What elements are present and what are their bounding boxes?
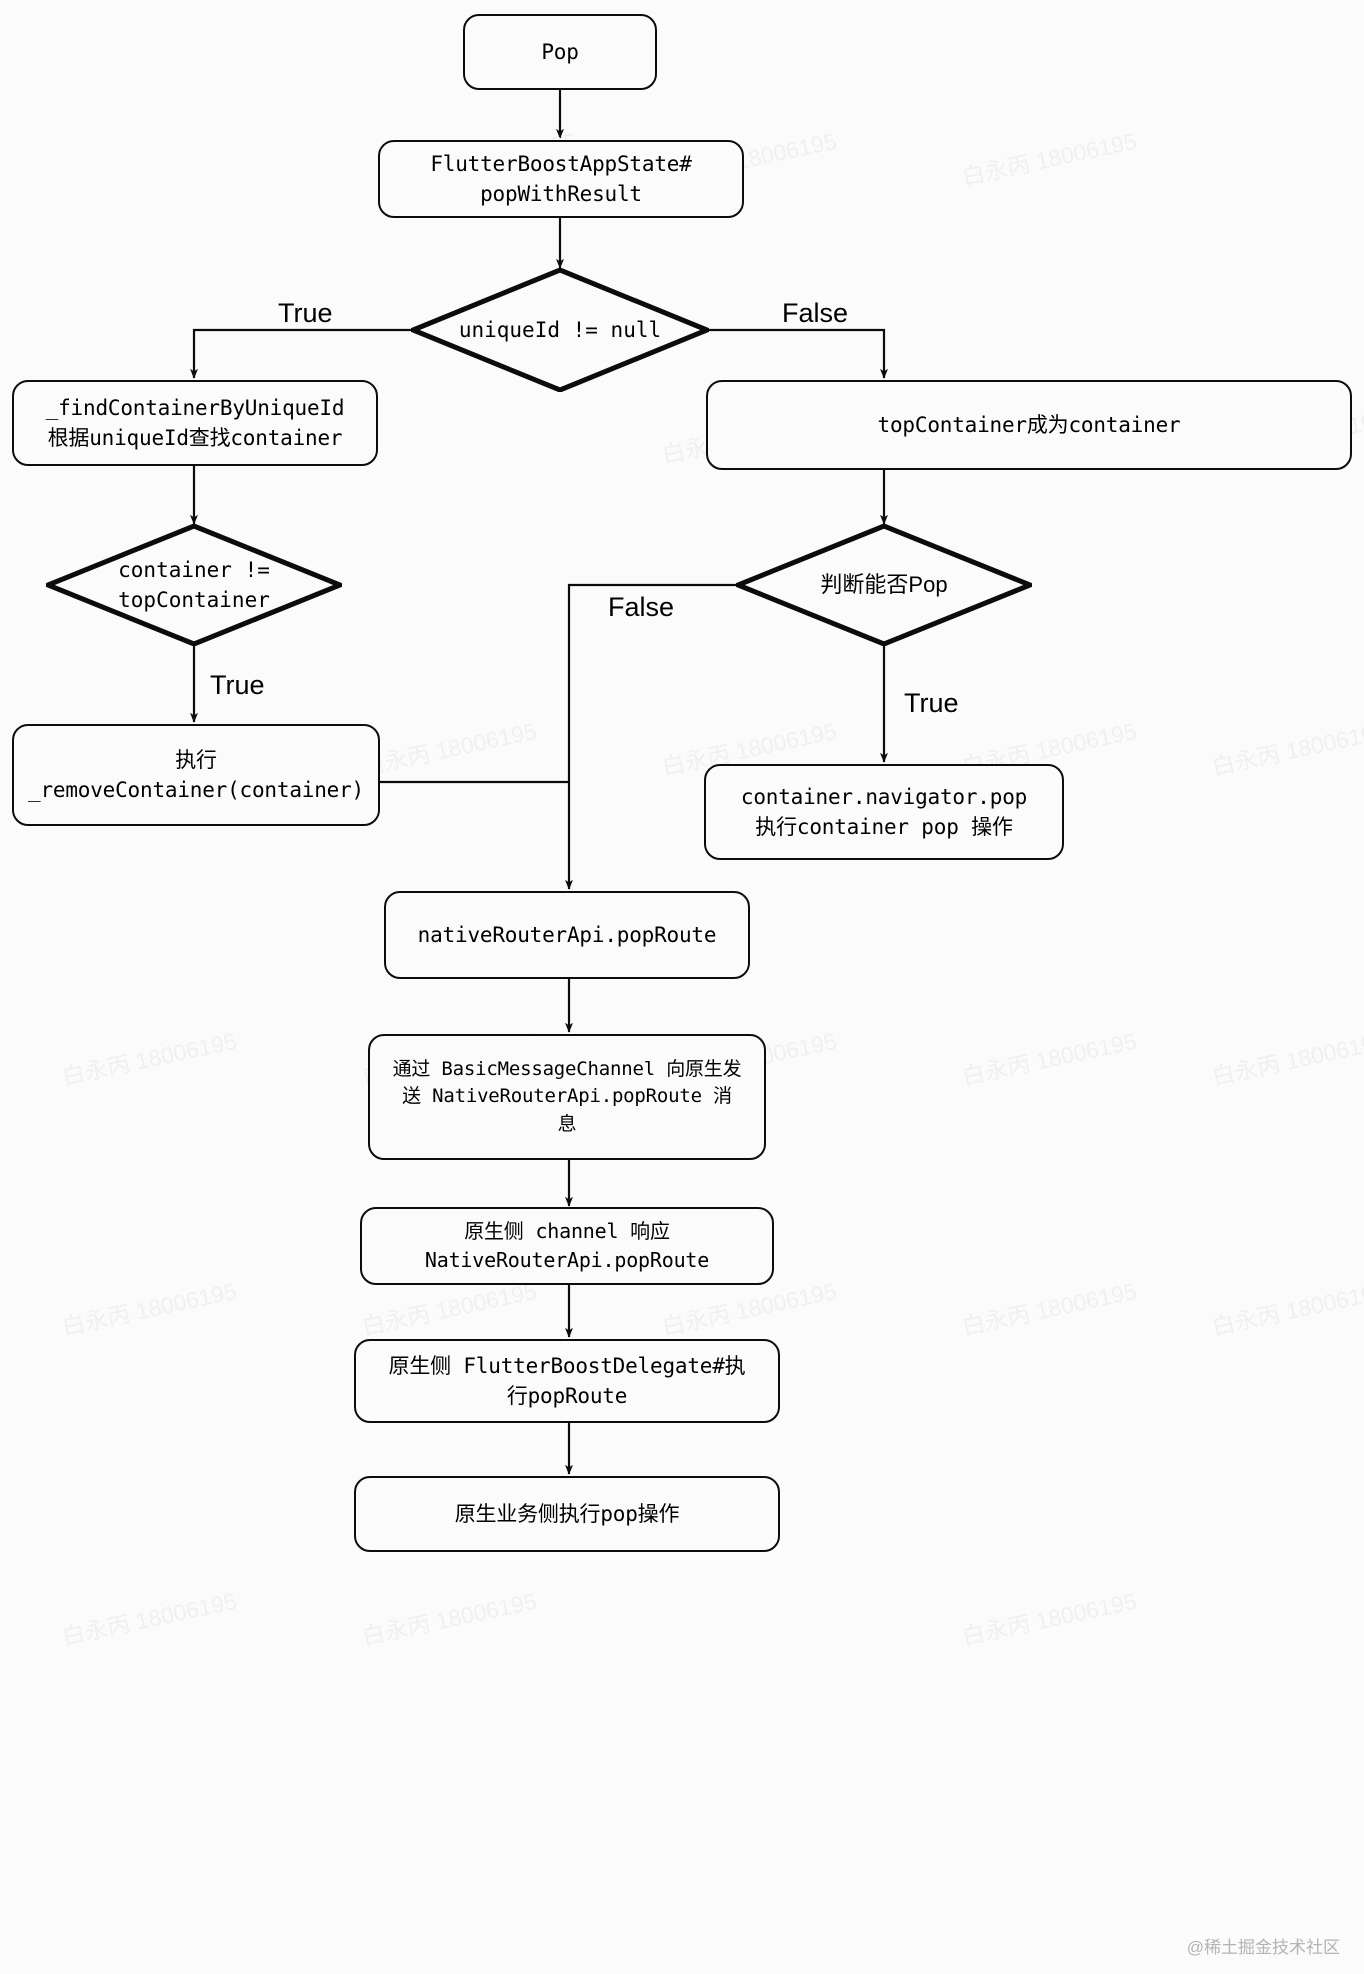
- watermark: 白永丙 18006195: [959, 1277, 1139, 1341]
- node-container-navigator-pop[interactable]: container.navigator.pop 执行container pop …: [704, 764, 1064, 860]
- edge-label-unique-true: True: [278, 298, 333, 328]
- node-native-delegate-pop-route[interactable]: 原生侧 FlutterBoostDelegate#执 行popRoute: [354, 1339, 780, 1423]
- node-label: container != topContainer: [118, 557, 270, 612]
- decision-shape: [736, 524, 1032, 646]
- node-pop-with-result[interactable]: FlutterBoostAppState# popWithResult: [378, 140, 744, 218]
- decision-shape: [46, 524, 342, 646]
- node-can-pop[interactable]: 判断能否Pop: [736, 524, 1032, 646]
- node-label: uniqueId != null: [458, 317, 662, 342]
- node-container-not-equal-top-container[interactable]: container != topContainer: [46, 524, 342, 646]
- watermark: 白永丙 18006195: [59, 1277, 239, 1341]
- node-pop[interactable]: Pop: [463, 14, 657, 90]
- credit-label: @稀土掘金技术社区: [1186, 1938, 1340, 1957]
- node-send-basic-message-channel[interactable]: 通过 BasicMessageChannel 向原生发 送 NativeRout…: [368, 1034, 766, 1160]
- decision-shape: [411, 268, 709, 392]
- watermark: 白永丙 18006195: [359, 717, 539, 781]
- edge-label-unique-false: False: [782, 298, 849, 328]
- watermark: 白永丙 18006195: [1209, 1277, 1364, 1341]
- node-find-container-by-unique-id[interactable]: _findContainerByUniqueId 根据uniqueId查找con…: [12, 380, 378, 466]
- node-native-channel-respond[interactable]: 原生侧 channel 响应 NativeRouterApi.popRoute: [360, 1207, 774, 1285]
- edge-label-canpop-false: False: [608, 592, 675, 622]
- watermark: 白永丙 18006195: [359, 1587, 539, 1651]
- edge-label-canpop-true: True: [904, 688, 959, 718]
- watermark: 白永丙 18006195: [1209, 1027, 1364, 1091]
- node-remove-container[interactable]: 执行 _removeContainer(container): [12, 724, 380, 826]
- watermark: 白永丙 18006195: [959, 127, 1139, 191]
- node-label: 判断能否Pop: [820, 572, 948, 598]
- node-native-router-api-pop-route[interactable]: nativeRouterApi.popRoute: [384, 891, 750, 979]
- watermark: 白永丙 18006195: [59, 1587, 239, 1651]
- watermark: 白永丙 18006195: [59, 1027, 239, 1091]
- watermark: 白永丙 18006195: [1209, 717, 1364, 781]
- watermark: 白永丙 18006195: [959, 1587, 1139, 1651]
- node-unique-id-not-null[interactable]: uniqueId != null: [411, 268, 709, 392]
- watermark: 白永丙 18006195: [959, 1027, 1139, 1091]
- node-native-business-pop[interactable]: 原生业务侧执行pop操作: [354, 1476, 780, 1552]
- node-top-container-becomes-container[interactable]: topContainer成为container: [706, 380, 1352, 470]
- edge-label-container-true: True: [210, 670, 265, 700]
